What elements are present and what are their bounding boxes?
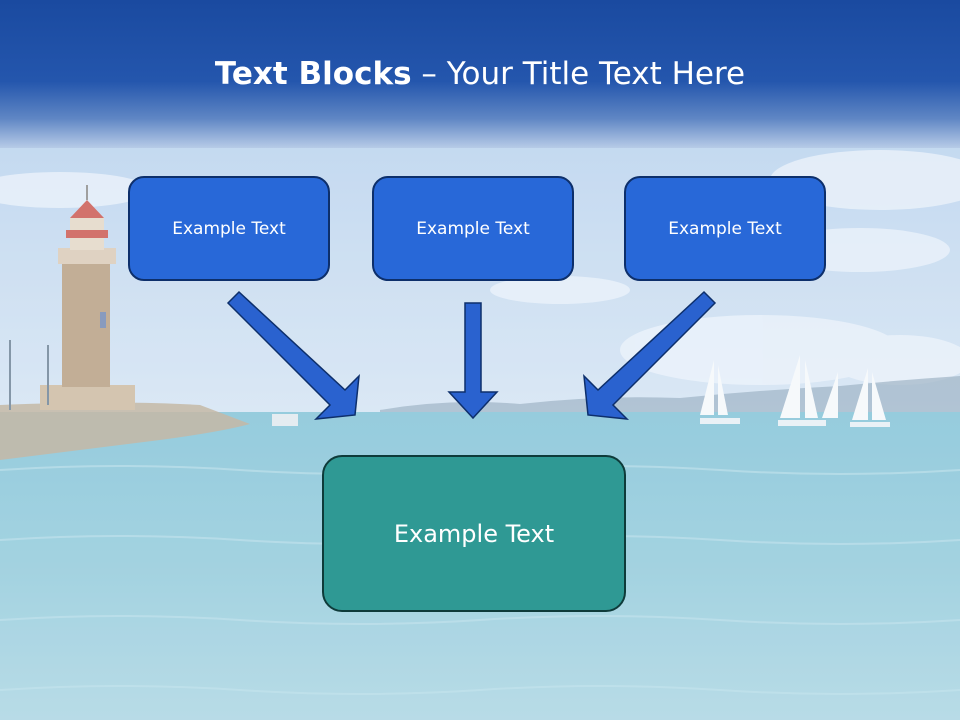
breakwater	[0, 402, 250, 460]
target-block[interactable]: Example Text	[322, 455, 626, 612]
text-block-1-label: Example Text	[172, 218, 286, 239]
arrow-middle	[447, 302, 499, 420]
clouds	[0, 150, 960, 385]
text-block-2[interactable]: Example Text	[372, 176, 574, 281]
text-block-1[interactable]: Example Text	[128, 176, 330, 281]
header-band	[0, 0, 960, 148]
text-block-3-label: Example Text	[668, 218, 782, 239]
page-title: Text Blocks – Your Title Text Here	[0, 52, 960, 96]
sailboats	[272, 355, 890, 427]
title-bold: Text Blocks	[214, 56, 412, 92]
title-dash: –	[421, 56, 437, 92]
target-block-label: Example Text	[393, 519, 555, 548]
title-rest: Your Title Text Here	[446, 56, 746, 92]
arrow-right	[583, 290, 717, 420]
lighthouse	[9, 185, 135, 410]
text-block-3[interactable]: Example Text	[624, 176, 826, 281]
arrow-left	[226, 290, 360, 420]
text-block-2-label: Example Text	[416, 218, 530, 239]
